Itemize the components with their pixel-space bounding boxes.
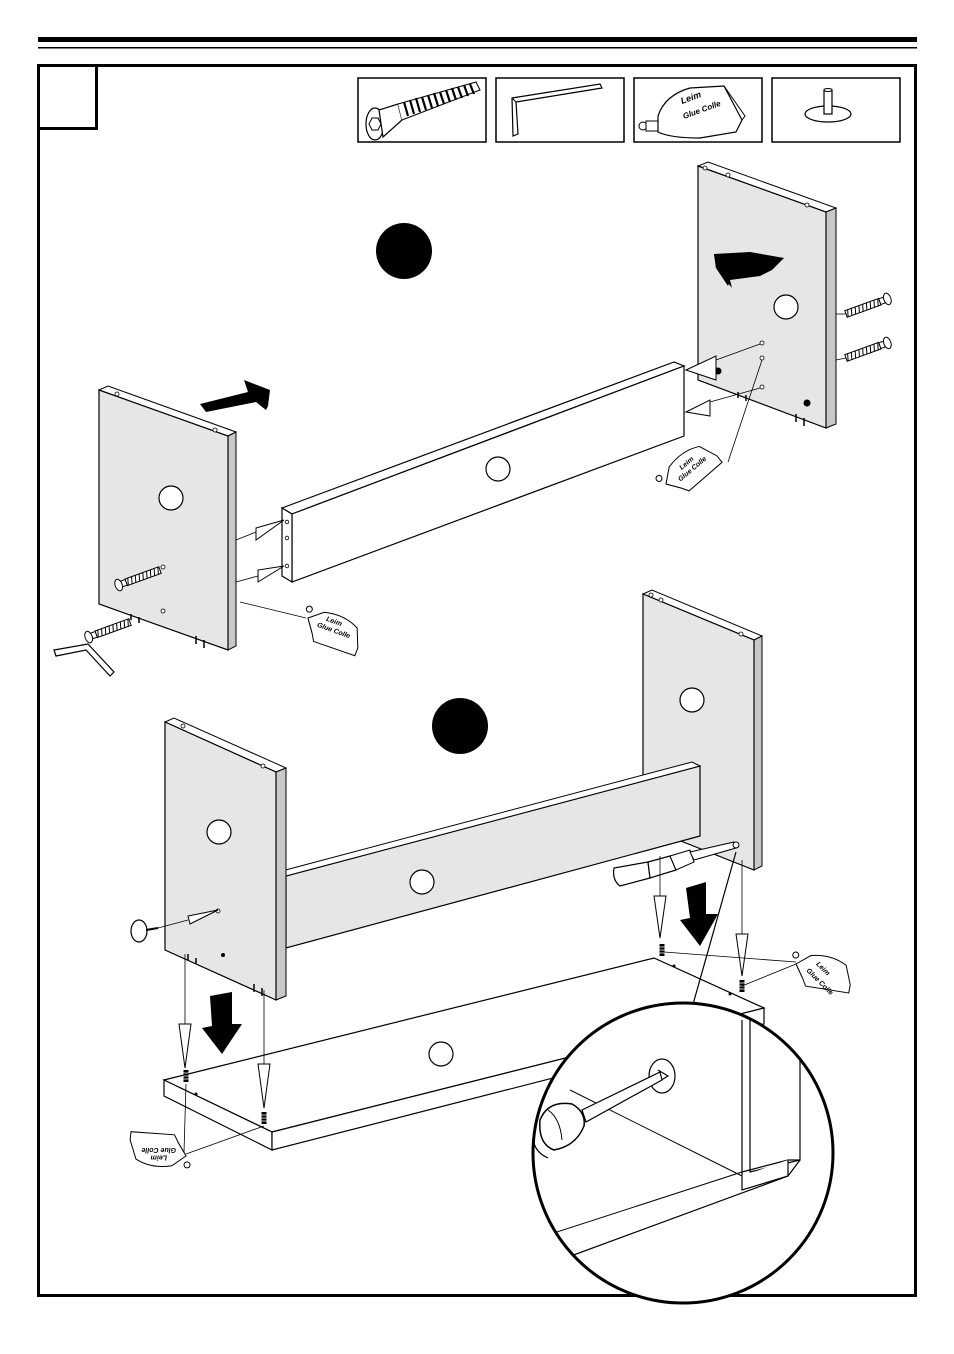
legend-allen-key (495, 77, 625, 143)
cross-rail-b (276, 761, 702, 949)
legend-glue: Leim Glue Colle (633, 77, 763, 143)
rail-label-circle (409, 869, 435, 895)
glue-b-left-l2: Glue Colle (141, 1146, 176, 1153)
cross-rail-a (280, 361, 686, 584)
dowel-icon (804, 88, 852, 123)
panel-label-circle (679, 687, 705, 713)
right-side-panel-a (696, 161, 838, 429)
glue-b-left-l1: Leim (151, 1153, 167, 1160)
legend-dowel (771, 77, 901, 143)
legend-connector-bolt (357, 77, 487, 143)
dowel-base-3 (659, 943, 665, 957)
allen-key-icon (511, 83, 603, 137)
glue-tube-b-right: Leim Glue Colle (782, 941, 860, 1005)
rail-label-circle (485, 456, 511, 482)
panel-label-circle (206, 819, 232, 845)
bolt-left-lower (82, 615, 133, 645)
push-arrow-left-panel (200, 380, 270, 412)
connector-bolt-icon (365, 81, 481, 141)
allen-key-a (53, 643, 115, 677)
step-frame (37, 64, 917, 1297)
stage-marker-a (376, 223, 432, 279)
glue-tube-b-left: Leim Glue Colle (121, 1119, 199, 1179)
panel-label-circle (158, 485, 184, 511)
screwdriver (613, 841, 740, 887)
bolt-right-upper (843, 291, 894, 321)
left-side-panel-b (163, 717, 288, 1001)
parts-legend: Leim Glue Colle (357, 77, 901, 143)
detail-leader-line (687, 851, 737, 1023)
step-number-box (37, 64, 98, 130)
stage-a-exploded: Leim Glue Colle (53, 161, 894, 677)
stage-marker-b (432, 698, 488, 754)
panel-label-circle (773, 294, 799, 320)
down-arrow-right (680, 882, 718, 946)
dowel-base-2 (261, 1111, 267, 1125)
left-side-panel-a (97, 385, 238, 651)
bolt-right-lower (843, 335, 894, 365)
header-rule-thin (38, 47, 917, 49)
down-arrow-left (202, 992, 242, 1054)
dowel-base-1 (183, 1069, 189, 1083)
base-label-circle (428, 1041, 454, 1067)
glue-tube-icon: Leim Glue Colle (638, 85, 746, 139)
dowel-left-side (130, 909, 219, 943)
header-rule-thick (38, 37, 917, 42)
glue-tube-a-left: Leim Glue Colle (292, 596, 370, 667)
glue-tube-a-right: Leim Glue Colle (650, 438, 728, 502)
